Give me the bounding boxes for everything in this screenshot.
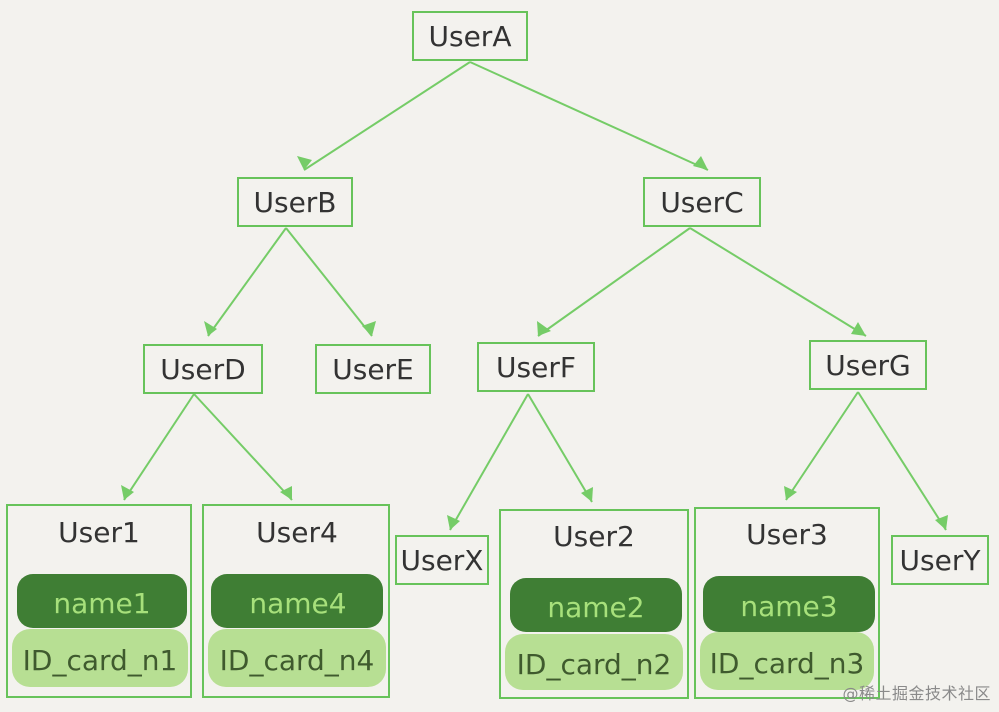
record-user3: User3 name3 ID_card_n3 xyxy=(694,507,880,699)
arrowhead-user3 xyxy=(784,486,797,500)
node-userf: UserF xyxy=(477,342,595,392)
record-title: User1 xyxy=(58,516,140,549)
record-title: User4 xyxy=(256,516,338,549)
node-box xyxy=(315,344,431,394)
arrowhead-userf xyxy=(537,321,551,336)
record-title: User2 xyxy=(553,520,635,553)
node-box xyxy=(412,11,528,61)
node-usera: UserA xyxy=(412,11,528,61)
record-box xyxy=(499,509,689,699)
edge-usera-userb xyxy=(303,61,471,171)
arrowhead-userd xyxy=(204,321,217,336)
arrowheads xyxy=(121,156,948,530)
node-userx: UserX xyxy=(395,535,489,585)
name-pill xyxy=(211,574,383,628)
edge-usera-userc xyxy=(469,61,709,171)
node-usery: UserY xyxy=(891,535,989,585)
id-card-label: ID_card_n1 xyxy=(23,644,178,677)
id-card-pill xyxy=(12,629,188,687)
record-user2: User2 name2 ID_card_n2 xyxy=(499,509,689,699)
arrowhead-userx xyxy=(447,515,460,530)
watermark-text: @稀土掘金技术社区 xyxy=(842,684,991,703)
record-box xyxy=(202,504,390,698)
edge-userd-user4 xyxy=(193,393,293,501)
edge-userg-usery xyxy=(857,391,947,531)
name-label: name2 xyxy=(547,591,644,624)
node-box xyxy=(237,177,353,227)
node-userc: UserC xyxy=(643,177,761,227)
id-card-label: ID_card_n4 xyxy=(220,644,375,677)
name-label: name4 xyxy=(249,587,346,620)
edge-userd-user1 xyxy=(123,393,195,501)
arrowhead-userg xyxy=(851,322,866,336)
arrowhead-user1 xyxy=(121,485,134,500)
node-label: UserF xyxy=(496,351,576,384)
record-title: User3 xyxy=(746,518,828,551)
record-user4: User4 name4 ID_card_n4 xyxy=(202,504,390,698)
node-userb: UserB xyxy=(237,177,353,227)
id-card-pill xyxy=(700,632,874,690)
node-userd: UserD xyxy=(143,344,263,394)
node-box xyxy=(891,535,989,585)
edge-userc-userf xyxy=(537,227,691,337)
name-label: name1 xyxy=(53,587,150,620)
node-usere: UserE xyxy=(315,344,431,394)
name-pill xyxy=(17,574,187,628)
edges xyxy=(123,61,947,531)
node-label: UserG xyxy=(825,349,911,382)
id-card-label: ID_card_n3 xyxy=(710,647,865,680)
arrowhead-usery xyxy=(935,515,948,530)
edge-userf-userx xyxy=(449,393,529,531)
id-card-pill xyxy=(208,629,386,687)
name-pill xyxy=(703,576,875,632)
arrowhead-userc xyxy=(693,156,708,170)
node-label: UserB xyxy=(253,186,336,219)
node-label: UserE xyxy=(332,353,414,386)
record-nodes: User1 name1 ID_card_n1 User4 name4 ID_ca… xyxy=(6,504,880,699)
arrowhead-user2 xyxy=(581,487,593,502)
node-label: UserC xyxy=(660,186,743,219)
id-card-pill xyxy=(505,634,683,690)
node-box xyxy=(395,535,489,585)
node-label: UserA xyxy=(429,20,512,53)
edge-userc-userg xyxy=(689,227,867,337)
record-box xyxy=(694,507,880,699)
node-label: UserX xyxy=(400,544,483,577)
id-card-label: ID_card_n2 xyxy=(517,648,672,681)
node-box xyxy=(809,340,927,390)
node-box xyxy=(143,344,263,394)
edge-userb-usere xyxy=(285,227,373,337)
arrowhead-usere xyxy=(362,321,376,336)
node-box xyxy=(643,177,761,227)
tree-nodes: UserA UserB UserC UserD UserE UserF xyxy=(143,11,989,585)
record-box xyxy=(6,504,192,698)
edge-userf-user2 xyxy=(527,393,593,503)
node-label: UserD xyxy=(160,353,245,386)
edge-userg-user3 xyxy=(785,391,859,501)
node-box xyxy=(477,342,595,392)
name-label: name3 xyxy=(740,590,837,623)
arrowhead-user4 xyxy=(280,486,292,500)
node-label: UserY xyxy=(900,544,982,577)
edge-userb-userd xyxy=(207,227,287,337)
name-pill xyxy=(510,578,682,632)
node-userg: UserG xyxy=(809,340,927,390)
record-user1: User1 name1 ID_card_n1 xyxy=(6,504,192,698)
arrowhead-userb xyxy=(297,156,312,170)
